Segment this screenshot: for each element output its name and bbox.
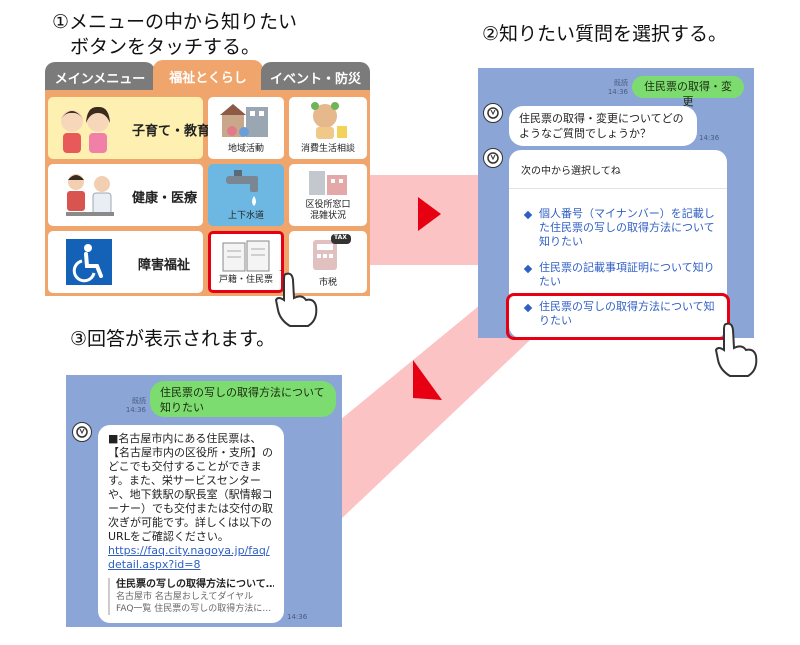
tile-child-education[interactable]: 子育て・教育: [48, 97, 210, 159]
user-message: 住民票の取得・変更: [632, 76, 744, 108]
divider: [509, 188, 727, 189]
tab-events[interactable]: イベント・防災: [261, 62, 370, 92]
option-card-title: 次の中から選択してね: [521, 166, 621, 177]
step1-caption-line2: ボタンをタッチする。: [70, 36, 261, 58]
tab-main-menu[interactable]: メインメニュー: [45, 62, 155, 92]
step1-caption: ①メニューの中から知りたい: [52, 11, 298, 33]
documents-icon: [222, 240, 270, 272]
option-juminhyo-copy[interactable]: 住民票の写しの取得方法について知りたい: [539, 300, 715, 327]
tile-health-label: 健康・医療: [132, 191, 198, 206]
diamond-bullet-icon: [523, 264, 533, 274]
option-card: 次の中から選択してね 個人番号（マイナンバー）を記載した住民票の写しの取得方法に…: [509, 150, 727, 338]
tile-disability-label: 障害福祉: [138, 258, 191, 273]
office-icon: [309, 171, 347, 195]
wheelchair-icon: [66, 239, 112, 285]
tile-water[interactable]: 上下水道: [208, 164, 284, 226]
rich-menu: メインメニュー 福祉とくらし イベント・防災 子育て・教育 地域活動: [45, 60, 370, 296]
triangle-arrow-icon: [413, 360, 442, 400]
answer-text: ■名古屋市内にある住民票は、【名古屋市内の区役所・支所】のどこでも交付することが…: [108, 432, 273, 543]
hand-pointer-icon: [714, 322, 758, 377]
option-mynumber[interactable]: 個人番号（マイナンバー）を記載した住民票の写しの取得方法について知りたい: [539, 207, 715, 248]
mascot-icon: [311, 102, 347, 139]
doctor-icon: [66, 174, 114, 216]
answer-bubble: ■名古屋市内にある住民票は、【名古屋市内の区役所・支所】のどこでも交付することが…: [98, 425, 284, 623]
bot-time: 14:36: [287, 613, 308, 621]
menu-grid: 子育て・教育 地域活動 消費生活相談 健康・医療: [45, 90, 370, 296]
tile-ward-office-congestion[interactable]: 区役所窓口 混雑状況: [289, 164, 367, 226]
tile-child-label: 子育て・教育: [132, 124, 211, 139]
tab-welfare[interactable]: 福祉とくらし: [153, 60, 263, 92]
option-entry-certificate[interactable]: 住民票の記載事項証明について知りたい: [539, 261, 715, 288]
link-preview[interactable]: 住民票の写しの取得方法について… 名古屋市 名古屋おしえてダイヤル FAQ一覧 …: [108, 578, 274, 615]
tile-local-label: 地域活動: [227, 144, 264, 154]
tile-consumer-label: 消費生活相談: [300, 144, 355, 154]
tile-consumer-consultation[interactable]: 消費生活相談: [289, 97, 367, 159]
user-message: 住民票の写しの取得方法について知りたい: [150, 381, 336, 417]
calculator-icon: [313, 234, 351, 270]
tile-koseki-juminhyo[interactable]: 戸籍・住民票: [208, 231, 284, 293]
bot-message: 住民票の取得・変更についてどのようなご質問でしょうか？: [509, 106, 697, 146]
tile-water-label: 上下水道: [227, 211, 264, 221]
tile-health-medical[interactable]: 健康・医療: [48, 164, 203, 226]
bot-time: 14:36: [699, 134, 720, 142]
link-preview-desc: FAQ一覧 住民票の写しの取得方法に…: [116, 604, 272, 614]
bot-avatar-icon: [483, 148, 503, 168]
answer-url-link[interactable]: https://faq.city.nagoya.jp/faq/detail.as…: [108, 544, 270, 571]
hand-pointer-icon: [274, 270, 318, 327]
tile-tax-label: 市税: [318, 278, 337, 288]
tile-city-tax[interactable]: TAX 市税: [289, 231, 367, 293]
link-preview-title: 住民票の写しの取得方法について…: [116, 579, 274, 590]
selected-option-highlight: [506, 293, 730, 340]
tile-ward-label: 区役所窓口 混雑状況: [305, 200, 351, 221]
diamond-bullet-icon: [523, 210, 533, 220]
step3-caption: ③回答が表示されます。: [70, 328, 276, 350]
faucet-icon: [226, 170, 258, 206]
children-icon: [61, 106, 110, 153]
tile-local-activities[interactable]: 地域活動: [208, 97, 284, 159]
town-icon: [220, 104, 268, 137]
tile-disability-welfare[interactable]: 障害福祉: [48, 231, 203, 293]
step2-caption: ②知りたい質問を選択する。: [482, 23, 728, 45]
link-preview-site: 名古屋市 名古屋おしえてダイヤル: [116, 592, 254, 602]
tile-koseki-label: 戸籍・住民票: [218, 275, 273, 285]
tax-badge: TAX: [334, 234, 347, 241]
bot-avatar-icon: [72, 422, 92, 442]
triangle-arrow-icon: [418, 197, 441, 231]
bot-avatar-icon: [483, 103, 503, 123]
